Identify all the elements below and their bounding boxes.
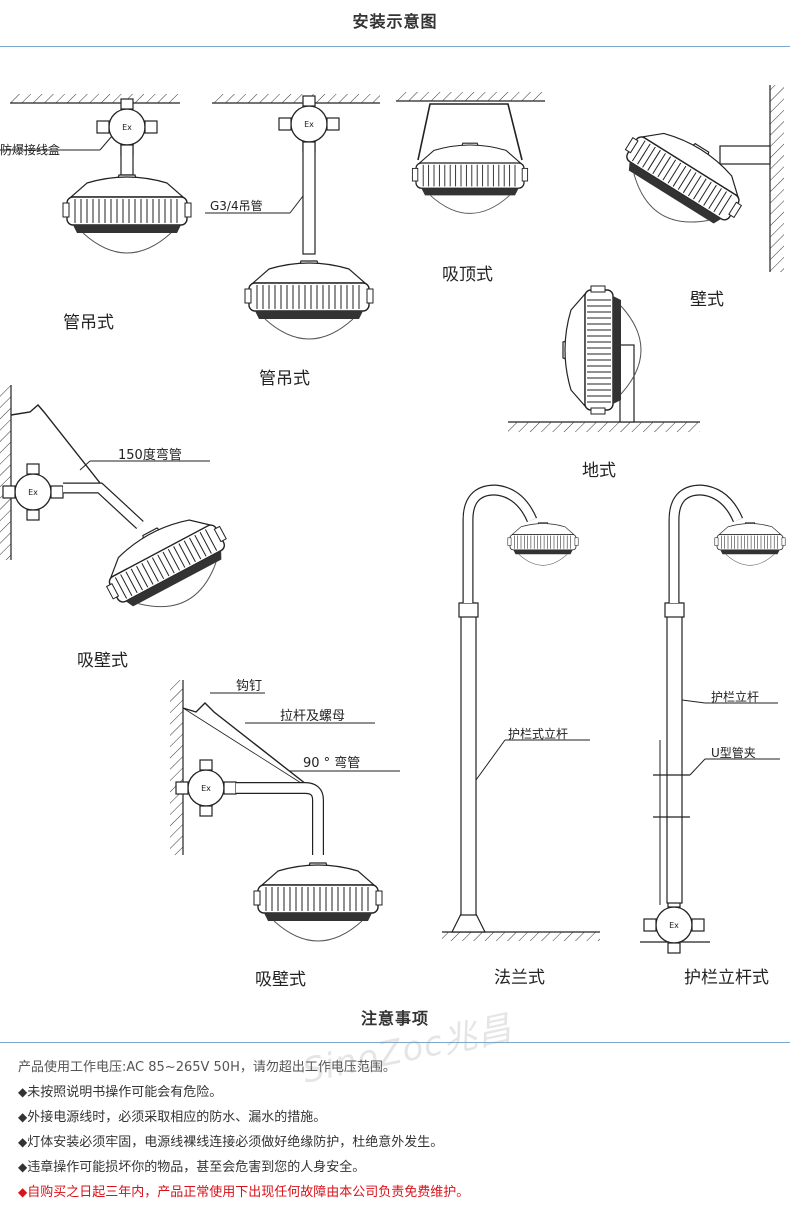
junction-box-label: 防爆接线盒 xyxy=(0,143,61,157)
wall-mount-label-2: 吸壁式 xyxy=(255,970,306,990)
note-item: ◆外接电源线时，必须采取相应的防水、漏水的措施。 xyxy=(18,1110,327,1125)
wall-mount-150-bend-figure xyxy=(0,385,244,632)
ceiling-mount-label: 吸顶式 xyxy=(442,265,493,285)
hook-label: 钩钉 xyxy=(236,679,263,694)
page-title: 安装示意图 xyxy=(352,12,438,31)
notes-title: 注意事项 xyxy=(360,1009,429,1028)
guard-pole-figure xyxy=(640,484,786,954)
guard-pole-label: 护栏立杆 xyxy=(711,690,760,704)
notes-list: 产品使用工作电压:AC 85~265V 50H，请勿超出工作电压范围。 ◆未按照… xyxy=(18,1055,778,1205)
note-item: 产品使用工作电压:AC 85~265V 50H，请勿超出工作电压范围。 xyxy=(18,1060,396,1075)
guard-pole-flange-label: 护栏式立杆 xyxy=(508,727,569,741)
pipe-pendant-junction-box-figure xyxy=(0,94,192,254)
g34-pipe-label: G3/4吊管 xyxy=(210,199,263,213)
u-clamp-label: U型管夹 xyxy=(711,746,756,760)
guard-pole-mount-label: 护栏立杆式 xyxy=(684,968,769,988)
wall-mount-90-bend-figure xyxy=(170,680,400,942)
note-item: ◆违章操作可能损坏你的物品，甚至会危害到您的人身安全。 xyxy=(18,1160,366,1175)
wall-mount-label-1: 吸壁式 xyxy=(77,651,128,671)
ceiling-mount-figure xyxy=(396,92,545,215)
header-rule xyxy=(0,46,790,47)
bend-150-label: 150度弯管 xyxy=(118,448,182,463)
floor-mount-figure xyxy=(508,285,700,432)
rod-nut-label: 拉杆及螺母 xyxy=(280,709,346,724)
bend-90-label: 90 ° 弯管 xyxy=(303,756,361,771)
note-item-warranty: ◆自购买之日起三年内，产品正常使用下出现任何故障由本公司负责免费维护。 xyxy=(18,1185,470,1200)
flange-label: 法兰式 xyxy=(494,968,545,988)
flange-pole-figure xyxy=(442,484,600,941)
wall-mount-figure xyxy=(605,85,784,272)
pipe-pendant-label-2: 管吊式 xyxy=(259,369,310,389)
pipe-pendant-g34-figure xyxy=(205,94,380,340)
note-item: ◆未按照说明书操作可能会有危险。 xyxy=(18,1085,223,1100)
installation-diagram: Ex xyxy=(0,85,786,954)
floor-mount-label: 地式 xyxy=(582,461,616,481)
pipe-pendant-label-1: 管吊式 xyxy=(63,313,114,333)
note-item: ◆灯体安装必须牢固，电源线裸线连接必须做好绝缘防护，杜绝意外发生。 xyxy=(18,1135,444,1150)
wall-mount-label: 壁式 xyxy=(690,290,724,310)
notes-rule xyxy=(0,1042,790,1043)
